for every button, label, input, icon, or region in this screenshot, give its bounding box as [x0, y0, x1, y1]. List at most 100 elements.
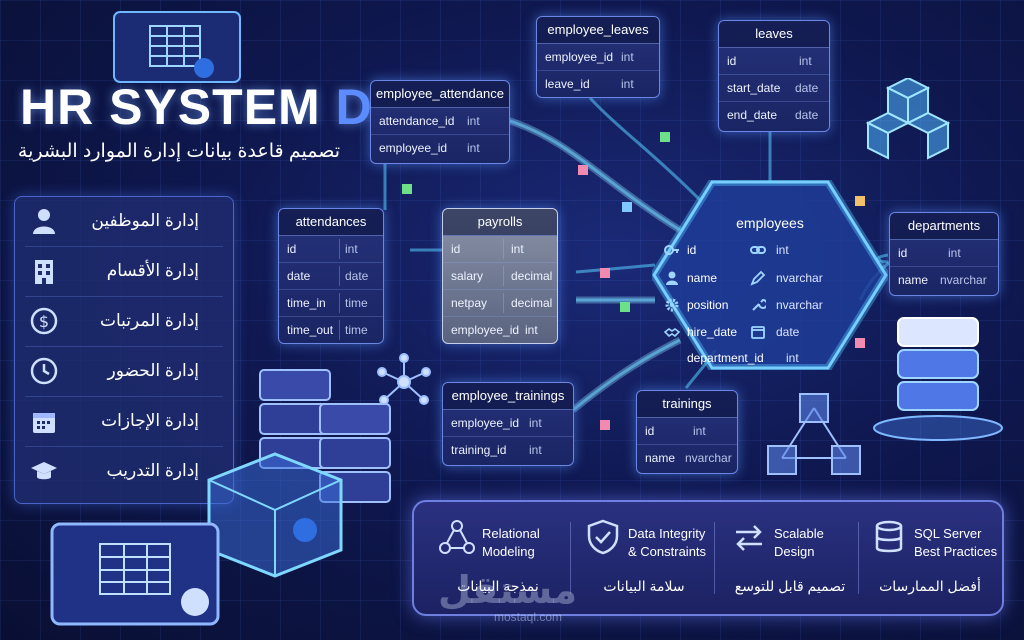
table-row: position nvarchar [652, 293, 888, 317]
cube-cluster-icon [865, 78, 951, 160]
arrows-icon [736, 525, 762, 551]
sidebar-item-label: إدارة الموظفين [91, 211, 199, 230]
table-name: departments [890, 213, 998, 240]
shield-check-icon [587, 519, 619, 555]
divider [25, 296, 223, 297]
table-name: employees [736, 215, 804, 231]
sidebar-menu: إدارة الموظفين إدارة الأقسام $ إدارة الم… [14, 196, 234, 504]
divider [570, 522, 571, 594]
person-icon [33, 209, 55, 234]
divider [25, 346, 223, 347]
gear-icon [665, 298, 679, 312]
sidebar-item-label: إدارة الحضور [107, 361, 199, 380]
table-name: employee_leaves [537, 17, 659, 44]
key-icon [664, 245, 679, 255]
svg-text:$: $ [39, 312, 49, 331]
calendar-icon [33, 413, 55, 433]
network-nodes-icon [377, 353, 431, 405]
building-icon [35, 260, 53, 284]
table-row: id int [652, 238, 888, 262]
sidebar-item-payroll[interactable]: $ إدارة المرتبات [15, 297, 233, 347]
feature-scalable-design: Scalable Design تصميم قابل للتوسع [720, 512, 860, 604]
sidebar-item-leaves[interactable]: إدارة الإجازات [15, 397, 233, 447]
table-row: hire_date date [652, 320, 888, 344]
server-stack-icon [873, 317, 1003, 441]
sidebar-item-departments[interactable]: إدارة الأقسام [15, 247, 233, 297]
feature-data-integrity: Data Integrity & Constraints سلامة البيا… [574, 512, 714, 604]
table-name: employee_attendance [371, 81, 509, 108]
node-triangle-icon [767, 393, 861, 475]
feature-relational-modeling: Relational Modeling نمذجة البيانات [428, 512, 568, 604]
network-icon [439, 520, 475, 554]
server-stack-icon [259, 369, 391, 503]
table-name: trainings [637, 391, 737, 418]
employees-hexagon-frame [652, 180, 888, 370]
sidebar-item-training[interactable]: إدارة التدريب [15, 447, 233, 497]
handshake-icon [664, 328, 680, 338]
page-subtitle: تصميم قاعدة بيانات إدارة الموارد البشرية [17, 141, 340, 162]
person-icon [666, 271, 678, 285]
watermark-url: mostaql.com [494, 610, 563, 624]
sidebar-item-employees[interactable]: إدارة الموظفين [15, 197, 233, 247]
feature-sql-best-practices: SQL Server Best Practices أفضل الممارسات [860, 512, 1000, 604]
sidebar-item-label: إدارة المرتبات [99, 311, 199, 330]
dollar-icon: $ [30, 307, 58, 335]
clock-icon [30, 357, 58, 385]
sidebar-item-label: إدارة التدريب [106, 461, 199, 480]
divider [858, 522, 859, 594]
monitor-table-icon [50, 522, 220, 626]
graduation-cap-icon [31, 462, 57, 480]
divider [25, 246, 223, 247]
table-row: name nvarchar [652, 266, 888, 290]
table-row: department_id int [687, 351, 799, 365]
table-name: payrolls [443, 209, 557, 236]
features-panel: Relational Modeling نمذجة البيانات Data … [412, 500, 1004, 616]
divider [714, 522, 715, 594]
link-icon [750, 246, 766, 254]
table-name: leaves [719, 21, 829, 48]
calendar-icon [751, 326, 765, 339]
sidebar-item-label: إدارة الإجازات [101, 411, 199, 430]
page-title: HR SYSTEM DB [20, 79, 409, 135]
sidebar-item-label: إدارة الأقسام [106, 261, 199, 280]
edit-icon [750, 270, 766, 286]
monitor-table-icon [113, 11, 241, 83]
sidebar-item-attendance[interactable]: إدارة الحضور [15, 347, 233, 397]
database-cube-icon [207, 452, 343, 578]
database-icon [875, 520, 903, 553]
table-name: employee_trainings [443, 383, 573, 410]
watermark-logo: مستقل [438, 570, 577, 612]
table-employees[interactable]: employees id int name nvarchar position … [652, 180, 888, 370]
table-name: attendances [279, 209, 383, 236]
divider [25, 446, 223, 447]
